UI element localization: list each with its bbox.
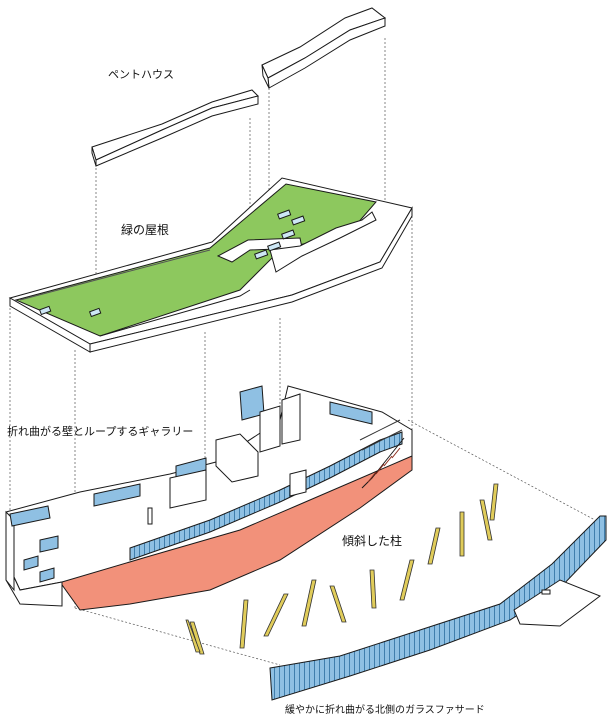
label-gallery: 折れ曲がる壁とループするギャラリー <box>7 425 194 438</box>
green-roof <box>8 177 413 353</box>
glass-facade <box>269 515 607 701</box>
penthouse-volume-right <box>261 7 387 89</box>
label-glass-facade: 緩やかに折れ曲がる北側のガラスファサード <box>285 705 485 714</box>
penthouse-volume-left <box>91 89 259 167</box>
gallery-floor <box>5 385 413 611</box>
label-green-roof: 緑の屋根 <box>121 223 170 237</box>
label-penthouse: ペントハウス <box>108 68 174 81</box>
label-inclined-columns: 傾斜した柱 <box>342 534 403 548</box>
inclined-columns <box>185 483 499 655</box>
